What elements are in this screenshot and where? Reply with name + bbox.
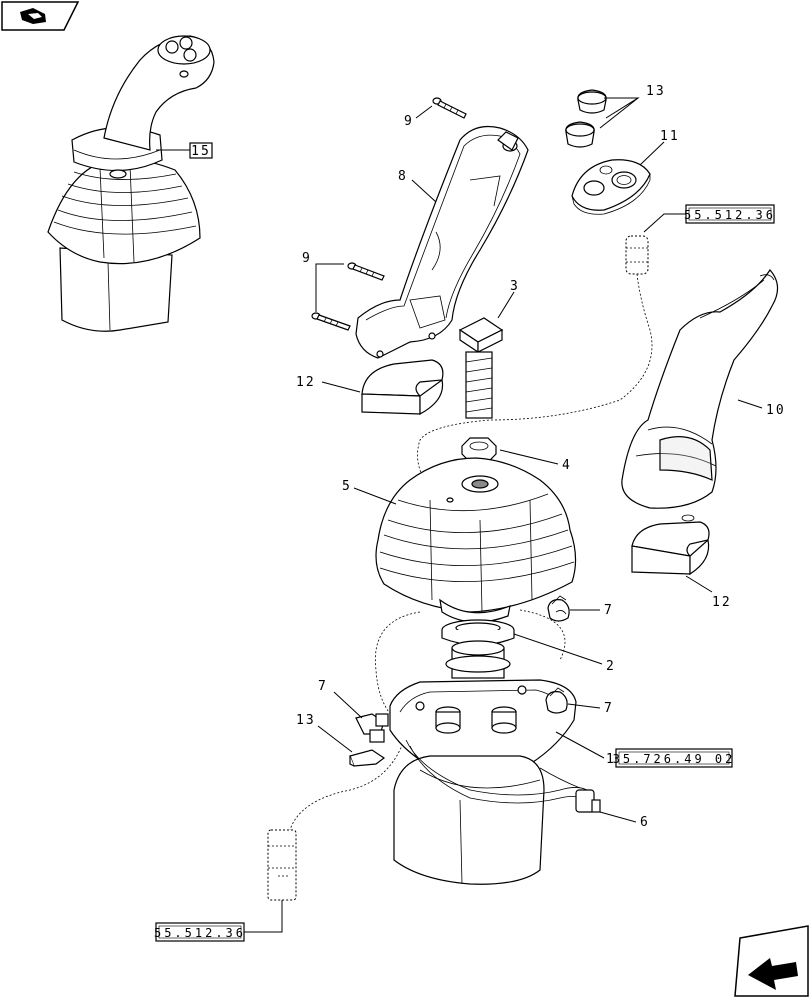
ref-55-512-36-top: 55.512.36 (684, 208, 776, 222)
connector-top (417, 235, 653, 501)
callout-7-upper: 7 (604, 603, 614, 618)
callout-9-top: 9 (404, 114, 414, 129)
clip-7-right (545, 687, 568, 714)
rubber-boot-5 (375, 457, 577, 623)
button-plate-11 (571, 159, 651, 215)
callout-12-lower: 12 (712, 595, 732, 610)
callout-3: 3 (510, 279, 520, 294)
next-page-icon[interactable] (734, 925, 809, 997)
callout-13-lower: 13 (296, 713, 316, 728)
button-cap-13-upper (577, 89, 607, 114)
wedge-block-12-upper (361, 359, 444, 416)
clip-7-left (355, 713, 389, 743)
screw-9-left-lower (311, 312, 351, 331)
button-13-lower (349, 749, 386, 767)
connector-bottom (267, 829, 297, 901)
grip-half-10 (621, 269, 779, 509)
callout-7-right: 7 (604, 701, 614, 716)
washer-2 (441, 619, 515, 646)
callout-9-left: 9 (302, 251, 312, 266)
callout-4: 4 (562, 458, 572, 473)
screw-9-top (432, 97, 467, 119)
ref-55-512-36-bottom: 55.512.36 (154, 926, 246, 940)
joystick-base-1 (389, 640, 601, 885)
square-head-bolt-3 (458, 317, 504, 419)
callout-1: 1 (606, 752, 616, 767)
callout-8: 8 (398, 169, 408, 184)
screw-9-left-upper (347, 262, 385, 281)
callout-13-top: 13 (646, 84, 666, 99)
assembled-joystick-15 (47, 35, 215, 332)
callout-11: 11 (660, 129, 680, 144)
callout-12-upper: 12 (296, 375, 316, 390)
back-page-icon[interactable] (1, 1, 80, 31)
ref-35-726-49-02: 35.726.49 02 (613, 752, 736, 766)
button-cap-13-lower (565, 121, 595, 148)
wedge-block-12-lower (631, 514, 710, 576)
callout-6: 6 (640, 815, 650, 830)
callout-15: 15 (191, 144, 211, 159)
callout-7-left: 7 (318, 679, 328, 694)
clip-7-upper (547, 595, 570, 622)
handle-half-8 (355, 125, 529, 359)
callout-10: 10 (766, 403, 786, 418)
callout-5: 5 (342, 479, 352, 494)
callout-2: 2 (606, 659, 616, 674)
